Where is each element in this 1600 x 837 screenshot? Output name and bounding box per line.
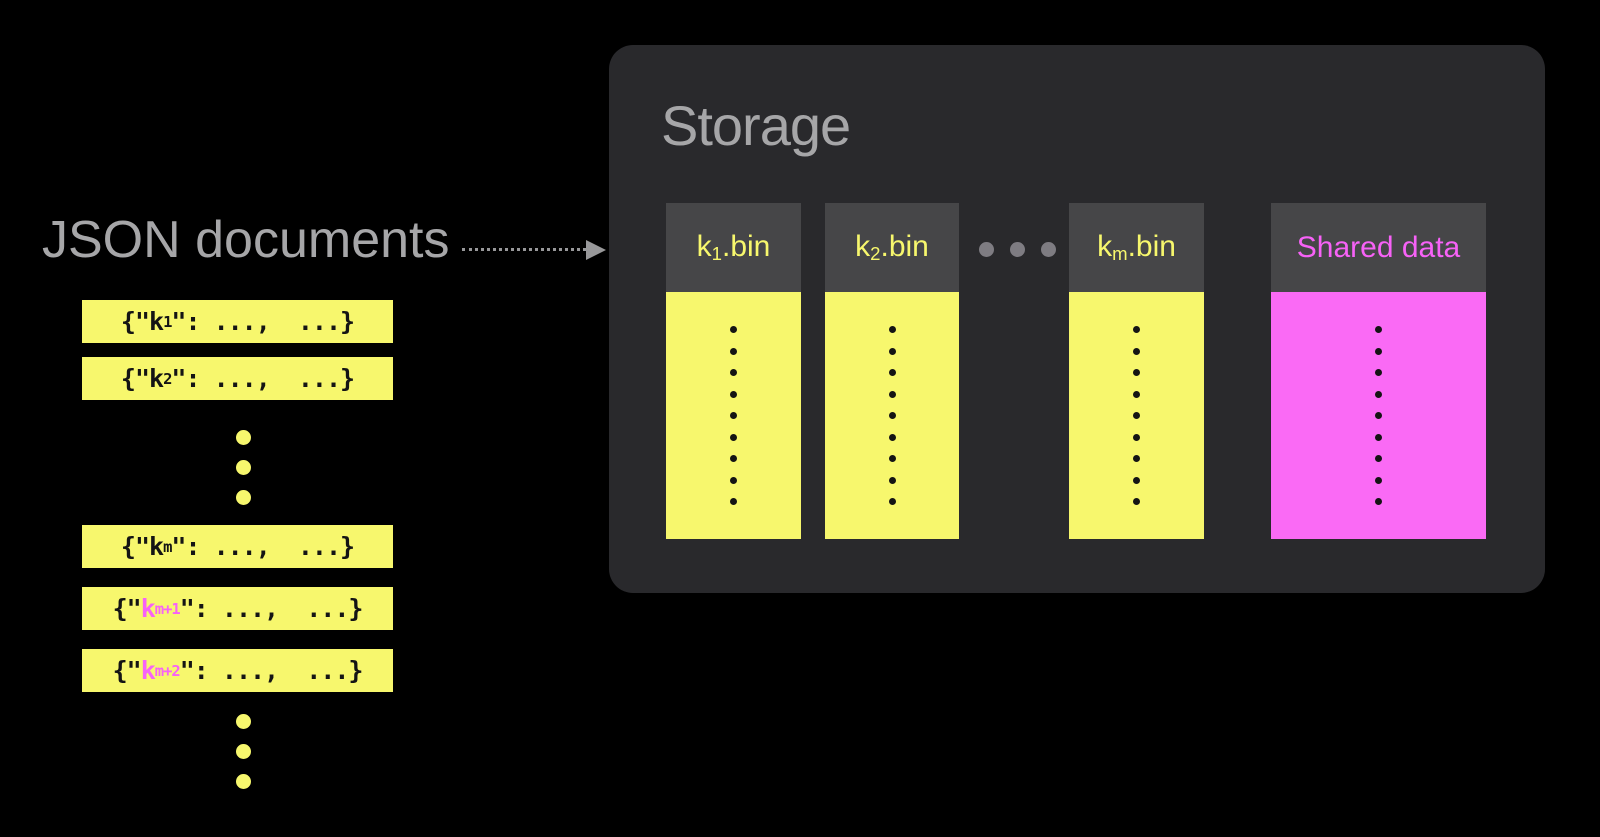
dot	[1375, 455, 1382, 462]
dot	[730, 498, 737, 505]
storage-column-k1-bin: k1.bin	[666, 203, 801, 539]
dot	[888, 326, 896, 333]
dot	[1375, 326, 1382, 333]
storage-panel: Storage k1.bin k2.bin km.bin Shared data	[609, 45, 1545, 593]
dot	[1133, 412, 1140, 419]
json-key-subscript: m	[163, 537, 172, 556]
json-key: k	[149, 532, 164, 561]
json-text: {"	[120, 364, 150, 393]
dot	[1133, 369, 1140, 376]
bin-file-body	[666, 292, 801, 539]
json-key: k	[149, 364, 164, 393]
dot	[1133, 498, 1140, 505]
bin-file-label: k2.bin	[855, 229, 929, 265]
json-key: k	[140, 594, 156, 623]
dot	[1375, 433, 1382, 441]
dot	[1375, 390, 1382, 398]
vertical-ellipsis-icon	[236, 430, 251, 505]
dot	[1375, 412, 1382, 419]
json-text: {"	[112, 594, 142, 623]
dot	[236, 430, 251, 445]
horizontal-ellipsis-icon	[979, 242, 1056, 257]
shared-data-label: Shared data	[1296, 230, 1461, 264]
dot	[236, 714, 251, 729]
bin-file-header: k2.bin	[825, 203, 959, 292]
dot	[1010, 242, 1025, 257]
storage-column-k2-bin: k2.bin	[825, 203, 959, 539]
json-text: {"	[112, 656, 142, 685]
bin-file-header: km.bin	[1069, 203, 1204, 292]
arrow-dotted-line	[462, 248, 586, 251]
dot	[888, 347, 896, 355]
bin-file-body	[1069, 292, 1204, 539]
storage-column-shared-data: Shared data	[1271, 203, 1486, 539]
dot	[730, 390, 737, 398]
dot	[888, 498, 896, 505]
dot	[1133, 326, 1140, 333]
bin-file-body	[825, 292, 959, 539]
shared-data-body	[1271, 292, 1486, 539]
json-key: k	[149, 307, 164, 336]
json-text: ": ..., ...}	[171, 307, 355, 336]
bin-file-header: k1.bin	[666, 203, 801, 292]
json-text: ": ..., ...}	[171, 532, 355, 561]
dot	[1133, 390, 1140, 398]
dot	[888, 455, 896, 462]
json-text: ": ..., ...}	[179, 594, 364, 623]
dot	[888, 433, 896, 441]
json-key-subscript: 2	[163, 369, 172, 388]
json-text: ": ..., ...}	[171, 364, 355, 393]
json-key-subscript: m+2	[154, 661, 181, 680]
dot	[1375, 498, 1382, 505]
dot	[1133, 347, 1140, 355]
dot	[888, 476, 896, 484]
json-text: {"	[120, 307, 150, 336]
dot	[730, 326, 737, 333]
dot	[730, 476, 737, 484]
dot	[979, 242, 994, 257]
shared-data-header: Shared data	[1271, 203, 1486, 292]
storage-column-km-bin: km.bin	[1069, 203, 1204, 539]
vertical-ellipsis-icon	[236, 714, 251, 789]
dot	[888, 390, 896, 398]
json-key-subscript: 1	[163, 312, 172, 331]
dot	[236, 774, 251, 789]
dot	[1375, 476, 1382, 484]
dot	[730, 455, 737, 462]
dot	[730, 347, 737, 355]
dot	[730, 412, 737, 419]
arrow-right-icon	[462, 240, 608, 260]
dot	[1375, 347, 1382, 355]
json-documents-label: JSON documents	[42, 211, 450, 269]
json-text: {"	[120, 532, 150, 561]
dot	[1133, 476, 1140, 484]
dot	[730, 433, 737, 441]
dot	[888, 369, 896, 376]
storage-title: Storage	[661, 94, 851, 157]
bin-file-label: km.bin	[1097, 229, 1176, 265]
dot	[1133, 433, 1140, 441]
dot	[236, 744, 251, 759]
dot	[236, 460, 251, 475]
json-key-subscript: m+1	[154, 599, 181, 618]
arrow-head	[586, 240, 606, 260]
bin-file-label: k1.bin	[696, 229, 771, 265]
dot	[730, 369, 737, 376]
dot	[1041, 242, 1056, 257]
dot	[1133, 455, 1140, 462]
json-key: k	[140, 656, 156, 685]
dot	[888, 412, 896, 419]
json-text: ": ..., ...}	[179, 656, 364, 685]
dot	[236, 490, 251, 505]
dot	[1375, 369, 1382, 376]
